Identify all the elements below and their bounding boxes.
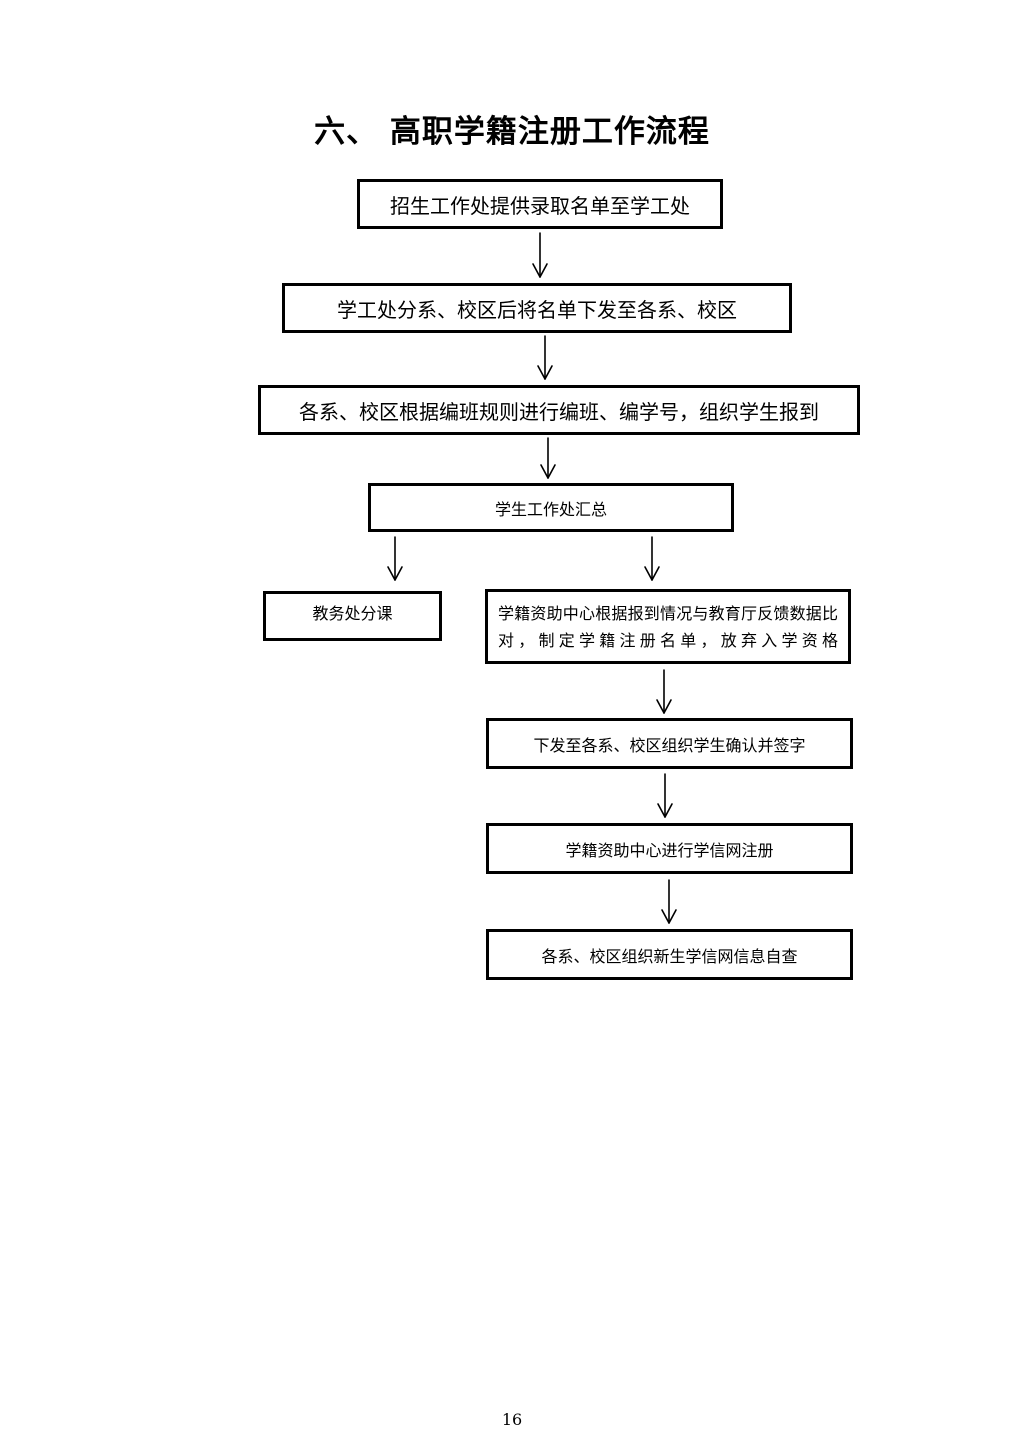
step-xuexin-registration: 学籍资助中心进行学信网注册 xyxy=(486,823,853,874)
step-label: 学生工作处汇总 xyxy=(494,499,607,519)
arrow-s1-s2 xyxy=(532,232,548,278)
step-course-assignment: 教务处分课 xyxy=(263,591,442,641)
arrow-s4-s6 xyxy=(644,536,660,581)
step-summary: 学生工作处汇总 xyxy=(368,483,734,532)
arrow-s8-s9 xyxy=(661,879,677,924)
step-label: 招生工作处提供录取名单至学工处 xyxy=(390,193,690,218)
step-label: 学工处分系、校区后将名单下发至各系、校区 xyxy=(337,297,737,322)
arrow-s6-s7 xyxy=(656,669,672,714)
step-student-confirmation: 下发至各系、校区组织学生确认并签字 xyxy=(486,718,853,769)
step-self-check: 各系、校区组织新生学信网信息自查 xyxy=(486,929,853,980)
step-label: 各系、校区根据编班规则进行编班、编学号，组织学生报到 xyxy=(299,399,819,424)
step-label: 教务处分课 xyxy=(312,604,393,623)
arrow-s4-s5 xyxy=(387,536,403,581)
arrow-s2-s3 xyxy=(537,335,553,380)
arrow-s7-s8 xyxy=(657,773,673,818)
step-data-comparison: 学籍资助中心根据报到情况与教育厅反馈数据比对，制定学籍注册名单，放弃入学资格 xyxy=(485,589,851,664)
page-number: 16 xyxy=(501,1410,523,1429)
step-class-grouping: 各系、校区根据编班规则进行编班、编学号，组织学生报到 xyxy=(258,385,860,435)
arrow-s3-s4 xyxy=(540,437,556,479)
step-provide-admission-list: 招生工作处提供录取名单至学工处 xyxy=(357,179,723,229)
page-title: 六、 高职学籍注册工作流程 xyxy=(314,114,710,150)
step-label: 学籍资助中心根据报到情况与教育厅反馈数据比对，制定学籍注册名单，放弃入学资格 xyxy=(498,603,838,650)
step-label: 各系、校区组织新生学信网信息自查 xyxy=(541,946,798,966)
step-label: 下发至各系、校区组织学生确认并签字 xyxy=(533,735,806,755)
step-distribute-list: 学工处分系、校区后将名单下发至各系、校区 xyxy=(282,283,792,333)
step-label: 学籍资助中心进行学信网注册 xyxy=(565,840,774,860)
